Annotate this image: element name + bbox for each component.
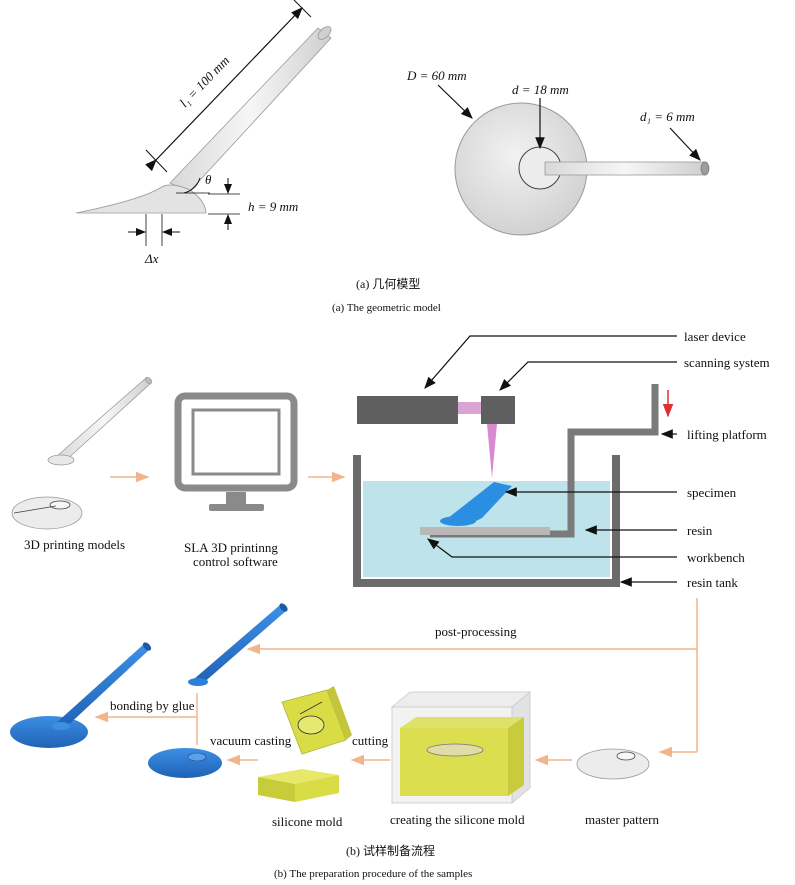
- master-pattern: master pattern: [576, 748, 659, 827]
- post-processing-flow: post-processing: [246, 598, 698, 758]
- specimen-base: [440, 516, 476, 526]
- dx-label: Δx: [144, 251, 159, 266]
- caption-a-en: (a) The geometric model: [332, 302, 441, 314]
- top-view-labels: D = 60 mm d = 18 mm d₁ = 6 mm: [406, 68, 701, 161]
- tube-tip: [700, 161, 710, 176]
- silicone-mold-halves: silicone mold: [258, 686, 352, 829]
- h-dimension: h = 9 mm: [208, 178, 298, 230]
- sla-machine: [353, 384, 674, 587]
- models-label: 3D printing models: [24, 537, 125, 552]
- caption-a-cn: (a) 几何模型: [356, 277, 420, 291]
- laser-beam-v: [487, 424, 497, 478]
- tube-side: [169, 27, 332, 193]
- caption-b-cn: (b) 试样制备流程: [346, 843, 435, 858]
- lifting-platform-label: lifting platform: [687, 427, 767, 442]
- d1-label: d₁ = 6 mm: [640, 109, 695, 124]
- scanning-system-box: [481, 396, 515, 424]
- cutting-label: cutting: [352, 733, 389, 748]
- assembled-sample: [10, 642, 152, 748]
- theta-label: θ: [205, 172, 212, 187]
- sla-labels: laser device scanning system lifting pla…: [424, 329, 770, 590]
- creating-mold-label: creating the silicone mold: [390, 812, 525, 827]
- specimen-label: specimen: [687, 485, 737, 500]
- resin-label: resin: [687, 523, 713, 538]
- workbench-label: workbench: [687, 550, 745, 565]
- post-processing-label: post-processing: [435, 624, 517, 639]
- silicone-mold-label: silicone mold: [272, 814, 343, 829]
- resin-tank-walls: [353, 455, 620, 587]
- tube-top: [544, 161, 706, 176]
- master-pattern-label: master pattern: [585, 812, 659, 827]
- l1-label: l₁ = 100 mm: [176, 53, 232, 110]
- blue-disc-part: [148, 748, 222, 778]
- mold-box: creating the silicone mold: [390, 691, 532, 827]
- h-label: h = 9 mm: [248, 199, 298, 214]
- bonding-flow: bonding by glue: [94, 693, 198, 745]
- laser-device-box: [357, 396, 458, 424]
- software-label-2: control software: [193, 554, 278, 569]
- base-cone: [75, 184, 207, 214]
- vacuum-casting-label: vacuum casting: [210, 733, 292, 748]
- theta-angle: θ: [176, 172, 212, 194]
- specimen-shape: [443, 482, 512, 522]
- workbench-plate: [420, 527, 550, 535]
- scanning-system-label: scanning system: [684, 355, 770, 370]
- laser-device-label: laser device: [684, 329, 746, 344]
- caption-b-en: (b) The preparation procedure of the sam…: [274, 868, 472, 880]
- D-label: D = 60 mm: [406, 68, 467, 83]
- dx-dimension: Δx: [128, 214, 180, 266]
- blue-rod-part: [188, 603, 288, 686]
- top-view-model: [454, 102, 710, 236]
- software-label-1: SLA 3D printinng: [184, 540, 278, 555]
- resin-tank-label: resin tank: [687, 575, 738, 590]
- bonding-label: bonding by glue: [110, 698, 195, 713]
- d-label: d = 18 mm: [512, 82, 569, 97]
- printing-models: 3D printing models: [11, 376, 153, 552]
- laser-beam-h: [458, 402, 481, 414]
- monitor-icon: [174, 392, 298, 511]
- tube-end: [317, 26, 332, 40]
